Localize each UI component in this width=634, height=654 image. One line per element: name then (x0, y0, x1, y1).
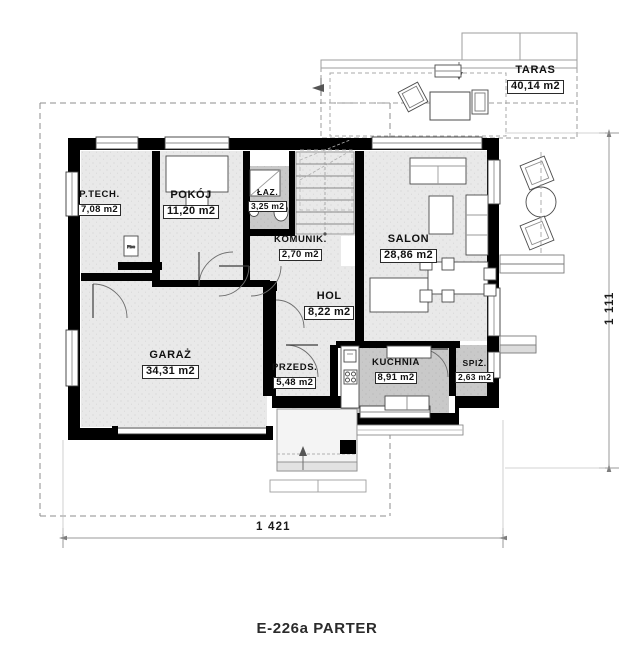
kitchen-fixtures (340, 345, 432, 411)
room-fill-spiz (455, 345, 487, 396)
room-label-salon: SALON 28,86 m2 (380, 233, 437, 264)
room-fill-garaz (81, 281, 267, 427)
bedroom-furniture (165, 155, 229, 211)
boiler-unit: Piec (123, 235, 139, 257)
room-label-taras: TARAS 40,14 m2 (507, 64, 564, 95)
svg-text:Piec: Piec (127, 244, 135, 249)
room-name-salon: SALON (387, 233, 430, 245)
internal-walls (81, 151, 460, 408)
room-name-pokoj: POKÓJ (170, 189, 212, 201)
room-area-przedsionek: 5,48 m2 (273, 376, 317, 389)
dimension-guides (62, 132, 605, 534)
room-area-spiz: 2,63 m2 (455, 371, 495, 383)
room-area-garaz: 34,31 m2 (142, 364, 199, 380)
room-name-hol: HOL (316, 290, 342, 302)
room-name-przedsionek: PRZEDS. (272, 362, 318, 373)
room-area-kuchnia: 8,91 m2 (374, 371, 418, 384)
room-label-spiz: SPIŻ. 2,63 m2 (455, 358, 495, 385)
wall-stub (263, 281, 277, 291)
porch-arrow-head (299, 446, 307, 456)
plan-caption: E-226a PARTER (256, 620, 378, 637)
room-name-taras: TARAS (515, 64, 556, 76)
room-label-komunik: KOMUNIK. 2,70 m2 (274, 235, 327, 262)
room-fill-stair (294, 151, 364, 236)
room-label-ptech: P.TECH. 7,08 m2 (78, 190, 121, 217)
room-label-pokoj: POKÓJ 11,20 m2 (163, 189, 220, 220)
room-label-hol: HOL 8,22 m2 (304, 290, 355, 321)
dimension-right-label: 1 111 (604, 291, 616, 325)
room-name-spiz: SPIŻ. (462, 358, 487, 368)
room-name-kuchnia: KUCHNIA (372, 357, 421, 368)
room-area-komunik: 2,70 m2 (278, 248, 322, 261)
dimension-bottom-label: 1 421 (256, 521, 291, 533)
terrace-furniture (397, 64, 489, 121)
room-area-lazienka: 3,25 m2 (248, 200, 288, 212)
room-label-przedsionek: PRZEDS. 5,48 m2 (272, 363, 317, 390)
exterior-steps-right (499, 254, 565, 354)
room-name-garaz: GARAŻ (149, 349, 192, 361)
room-name-lazienka: ŁAZ. (257, 187, 279, 197)
room-label-garaz: GARAŻ 34,31 m2 (142, 349, 199, 380)
room-area-pokoj: 11,20 m2 (163, 204, 220, 220)
room-label-kuchnia: KUCHNIA 8,91 m2 (372, 358, 420, 385)
terrace-arrow-head (312, 84, 324, 92)
room-label-lazienka: ŁAZ. 3,25 m2 (248, 187, 288, 214)
porch-outline-lines (269, 479, 367, 493)
garage-door (112, 426, 273, 440)
room-name-komunik: KOMUNIK. (274, 234, 327, 245)
room-area-taras: 40,14 m2 (507, 79, 564, 95)
room-name-ptech: P.TECH. (79, 189, 120, 200)
patio-furniture (519, 152, 557, 258)
room-area-ptech: 7,08 m2 (78, 203, 121, 216)
terrace-dashed-inner (329, 72, 507, 137)
windows (65, 136, 501, 419)
entrance-porch (276, 408, 358, 472)
kitchen-exterior-strip (356, 424, 464, 436)
room-area-salon: 28,86 m2 (380, 248, 437, 264)
staircase (295, 139, 355, 236)
room-area-hol: 8,22 m2 (304, 305, 355, 321)
